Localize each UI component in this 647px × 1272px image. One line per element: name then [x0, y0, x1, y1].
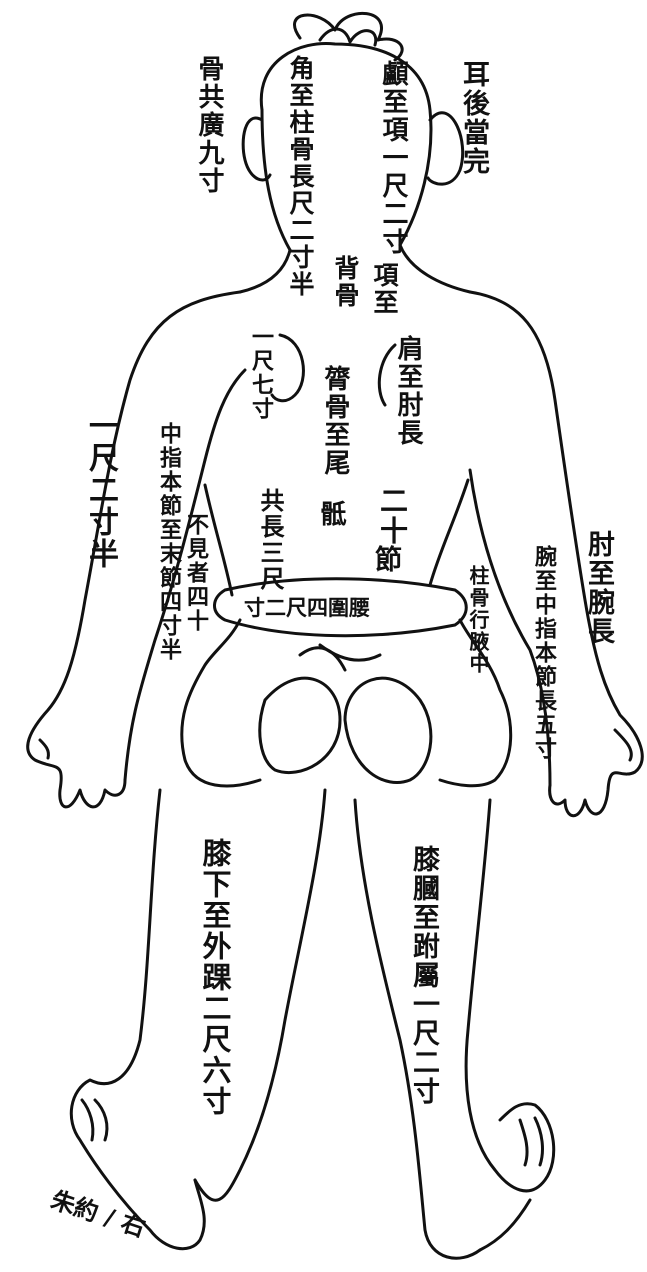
label-forearm-left: 一尺二寸半 — [85, 410, 115, 570]
label-waist-band: 寸二尺四圍腰 — [244, 592, 370, 622]
label-twenty-one-col2: 節 — [372, 545, 399, 574]
label-nape-col2: 背骨 — [333, 255, 358, 309]
label-middle-finger-col1: 中指本節至末節四寸半 — [158, 422, 180, 662]
label-middle-finger-col2: 不見者四十 — [185, 513, 207, 633]
label-spine-col2: 骶 — [318, 500, 344, 528]
label-shoulder-to-elbow: 肩至肘長 — [395, 335, 421, 447]
torso-left — [205, 485, 232, 595]
label-total-length: 共長三尺 — [258, 488, 282, 592]
label-vertex-to-occiput: 顱至項一尺二寸 — [380, 60, 406, 256]
label-twenty-one-col1: 二十 — [378, 486, 406, 546]
label-pillar-right: 柱骨行腋中 — [468, 565, 488, 675]
label-spine-col1: 膂骨至尾 — [322, 365, 348, 477]
label-nape-col1: 項至 — [372, 262, 397, 316]
buttocks — [260, 678, 340, 772]
label-popliteal-to-heel: 膝膕至跗屬一尺二寸 — [410, 845, 437, 1106]
label-occipital-width: 骨共廣九寸 — [196, 55, 222, 195]
label-wrist-to-finger: 腕至中指本節長五寸 — [533, 545, 555, 761]
torso-right — [430, 480, 468, 585]
left-scapula — [272, 335, 303, 401]
label-elbow-to-wrist: 肘至腕長 — [585, 530, 612, 646]
label-behind-ear: 耳後當完 — [460, 60, 487, 176]
label-shoulder-blade: 一尺七寸 — [250, 325, 272, 421]
label-temple-to-pillar: 角至柱骨長尺二寸半 — [288, 55, 313, 298]
left-leg-outer — [71, 790, 204, 1249]
label-knee-to-ankle: 膝下至外踝二尺六寸 — [200, 838, 229, 1117]
